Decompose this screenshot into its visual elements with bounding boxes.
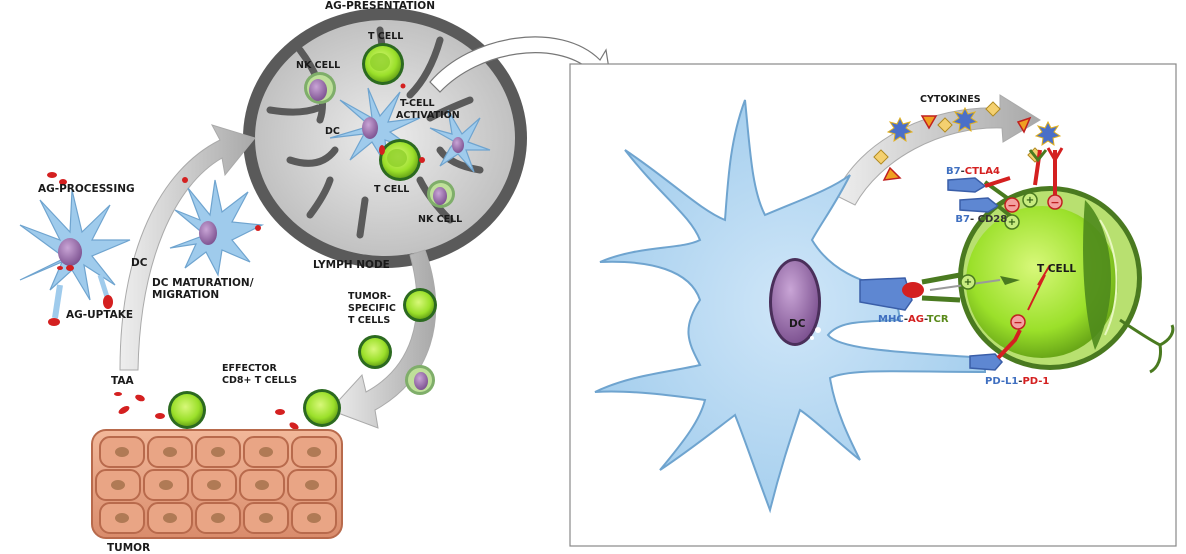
tcr-text: TCR [927, 314, 949, 325]
dc-maturation-label-2: MIGRATION [152, 289, 219, 301]
lymph-node-label: LYMPH NODE [313, 259, 390, 271]
tumor-specific-label-1: TUMOR- [348, 291, 391, 302]
svg-text:+: + [964, 277, 972, 288]
taa-label: TAA [111, 375, 134, 387]
dc-large-label: DC [789, 318, 806, 330]
mhc-text: MHC [878, 314, 904, 325]
cytokine-molecules [873, 101, 1062, 181]
t-cell-bottom-label: T CELL [374, 184, 409, 195]
pd1-text: PD-1 [1022, 376, 1049, 387]
t-cell-large-label: T CELL [1037, 263, 1076, 275]
t-cell-activation-label-2: ACTIVATION [396, 110, 460, 121]
tumor-tissue [91, 429, 343, 539]
nk-cell-top [304, 72, 336, 104]
b7-costimulation: − + + − [947, 147, 1064, 230]
dc-in-node-right [429, 109, 491, 173]
svg-text:+: + [1026, 195, 1034, 206]
dc-maturation-label-1: DC MATURATION/ [152, 277, 254, 289]
svg-text:+: + [1008, 217, 1016, 228]
t-cell-activation-label-1: T-CELL [400, 98, 435, 109]
dc-arrow-label: DC [131, 257, 148, 269]
cytokines-label: CYTOKINES [920, 94, 981, 105]
tumor-label: TUMOR [107, 542, 150, 554]
dc-ag-processing [19, 172, 131, 326]
t-cell-top [362, 43, 404, 85]
tumor-specific-label-2: SPECIFIC [348, 303, 396, 314]
b7-ctla4-label: B7-CTLA4 [946, 166, 1000, 177]
pdl1-pd1-label: PD-L1-PD-1 [985, 376, 1049, 387]
pdl1-text: PD-L1 [985, 376, 1018, 387]
ctla4-text: CTLA4 [965, 166, 1000, 177]
b7-cd28-label: B7- CD28 [938, 214, 1018, 225]
mhc-sep: - [904, 314, 908, 325]
dc-in-node [329, 87, 421, 169]
taa-fragments [114, 392, 299, 430]
t-cell-top-label: T CELL [368, 31, 403, 42]
dendritic-cell-large [594, 99, 986, 514]
nk-cell-top-label: NK CELL [296, 60, 340, 71]
b7-bottom-text: B7 [955, 214, 970, 225]
b7-ctla4-sep: - [961, 166, 965, 177]
svg-text:−: − [1050, 196, 1059, 209]
effector-label-1: EFFECTOR [222, 363, 277, 374]
cd28-text: CD28 [978, 214, 1008, 225]
nk-cell-bottom-label: NK CELL [418, 214, 462, 225]
cytokine-arrow [834, 94, 1041, 206]
svg-text:−: − [1013, 316, 1022, 329]
dc-maturation [169, 177, 265, 277]
ag-sep: - [924, 314, 928, 325]
ag-presentation-label: AG-PRESENTATION [325, 0, 435, 12]
ag-text: AG [908, 314, 924, 325]
b7-top-text: B7 [946, 166, 961, 177]
mhc-ag-tcr-label: MHC-AG-TCR [878, 314, 949, 325]
b7-cd28-sep: - [970, 214, 978, 225]
tumor-specific-t-cells [358, 288, 437, 395]
effector-t-cells [168, 389, 341, 441]
dc-node-label: DC [325, 126, 340, 137]
tumor-specific-label-3: T CELLS [348, 315, 390, 326]
t-cell-bottom [379, 139, 425, 181]
pdl1-pd1-complex: − [969, 264, 1051, 371]
mhc-ag-tcr-complex: + [859, 272, 1020, 311]
dc-migration-arrow [119, 124, 256, 371]
ag-processing-label: AG-PROCESSING [38, 183, 135, 195]
effector-label-2: CD8+ T CELLS [222, 375, 297, 386]
ag-uptake-label: AG-UPTAKE [66, 309, 133, 321]
svg-text:−: − [1007, 199, 1016, 212]
nk-cell-bottom [427, 180, 455, 208]
pd-sep: - [1018, 376, 1022, 387]
